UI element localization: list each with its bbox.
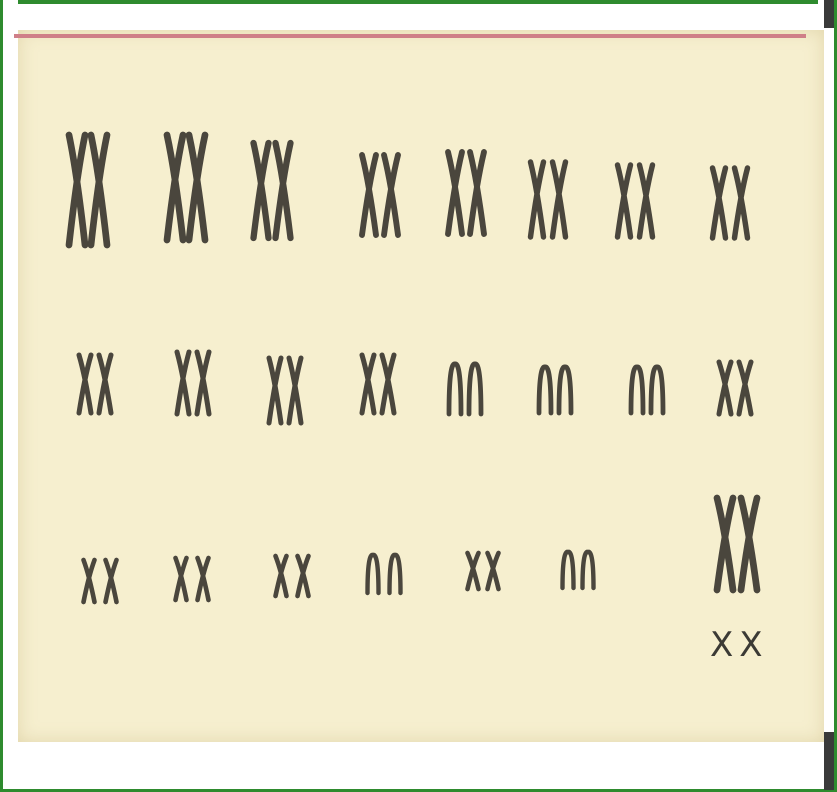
chromosome-pair-21	[468, 553, 499, 589]
chromosome-pair-4	[362, 155, 398, 235]
chromosome-pair-22	[563, 552, 594, 588]
chromosome-pair-20	[368, 555, 401, 593]
chromosome-pair-3	[254, 143, 291, 238]
chromosome-pair-14	[539, 367, 571, 413]
chromosome-pair-18	[176, 558, 209, 600]
chromosome-pair-11	[269, 358, 301, 423]
chromosome-pair-23	[717, 498, 757, 590]
chromosome-pair-5	[448, 152, 484, 234]
chromosome-pair-13	[449, 364, 481, 414]
chromosome-pair-9	[79, 355, 111, 413]
chromosome-pair-2	[167, 135, 205, 240]
chromosome-pair-7	[618, 165, 653, 237]
x-chromosome-label: XX	[710, 628, 769, 662]
chromosome-pair-1	[69, 135, 107, 245]
chromosome-pair-8	[713, 168, 748, 238]
chromosome-pair-19	[276, 556, 309, 596]
chromosome-pair-10	[177, 352, 209, 414]
chromosome-pair-17	[84, 560, 117, 602]
chromosome-pair-15	[631, 367, 663, 413]
chromosome-pair-6	[531, 162, 566, 237]
chromosome-pair-12	[362, 355, 394, 413]
chromosome-pair-16	[719, 362, 751, 414]
